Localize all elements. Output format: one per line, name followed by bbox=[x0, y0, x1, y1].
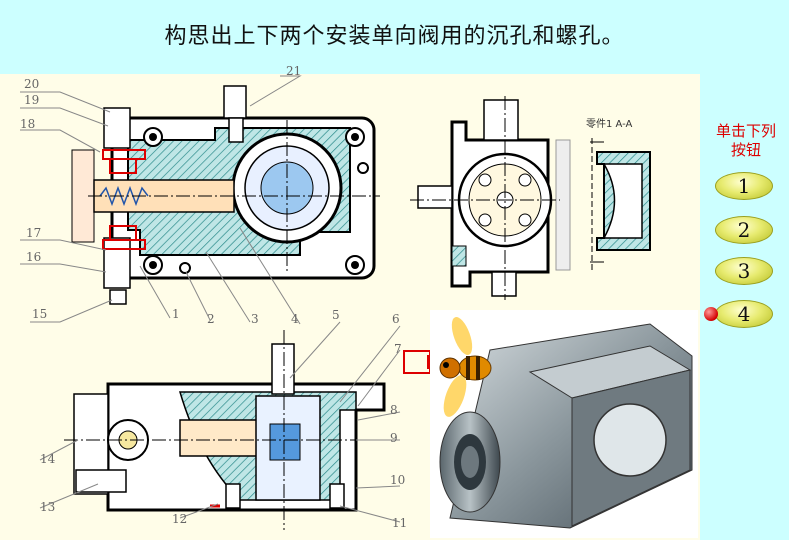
bottom-view bbox=[64, 330, 400, 530]
part-number-4: 4 bbox=[291, 312, 299, 326]
active-dot-icon bbox=[704, 307, 718, 321]
part-number-1: 1 bbox=[172, 307, 180, 321]
highlight-hole-marker bbox=[403, 350, 431, 374]
instruction-text: 单击下列按钮 bbox=[715, 122, 776, 159]
step-button-3[interactable]: 3 bbox=[715, 257, 773, 285]
part-number-15: 15 bbox=[32, 307, 48, 321]
part-number-10: 10 bbox=[390, 473, 406, 487]
part-number-11: 11 bbox=[392, 516, 408, 530]
part-number-13: 13 bbox=[40, 500, 56, 514]
part-number-8: 8 bbox=[390, 403, 398, 417]
page-title: 构思出上下两个安装单向阀用的沉孔和螺孔。 bbox=[164, 24, 625, 49]
step-button-1[interactable]: 1 bbox=[715, 172, 773, 200]
section-label: 零件1 A-A bbox=[586, 119, 633, 130]
part-number-21: 21 bbox=[286, 64, 302, 78]
part-number-5: 5 bbox=[332, 308, 340, 322]
step-button-4[interactable]: 4 bbox=[715, 300, 773, 328]
step-button-2[interactable]: 2 bbox=[715, 216, 773, 244]
part-number-20: 20 bbox=[24, 77, 40, 91]
part-number-3: 3 bbox=[251, 312, 259, 326]
part-number-7: 7 bbox=[394, 342, 402, 356]
part-number-9: 9 bbox=[390, 431, 398, 445]
part-number-19: 19 bbox=[24, 93, 40, 107]
part-number-16: 16 bbox=[26, 250, 42, 264]
part-number-17: 17 bbox=[26, 226, 42, 240]
part-number-14: 14 bbox=[40, 452, 56, 466]
bee-icon bbox=[439, 317, 492, 417]
part-number-2: 2 bbox=[207, 312, 215, 326]
top-view bbox=[71, 85, 380, 305]
part-number-18: 18 bbox=[20, 117, 36, 131]
part-number-6: 6 bbox=[392, 312, 400, 326]
part-number-12: 12 bbox=[172, 512, 188, 526]
part-3d-render bbox=[430, 310, 698, 538]
side-view bbox=[410, 96, 571, 300]
section-a-a bbox=[590, 138, 651, 270]
